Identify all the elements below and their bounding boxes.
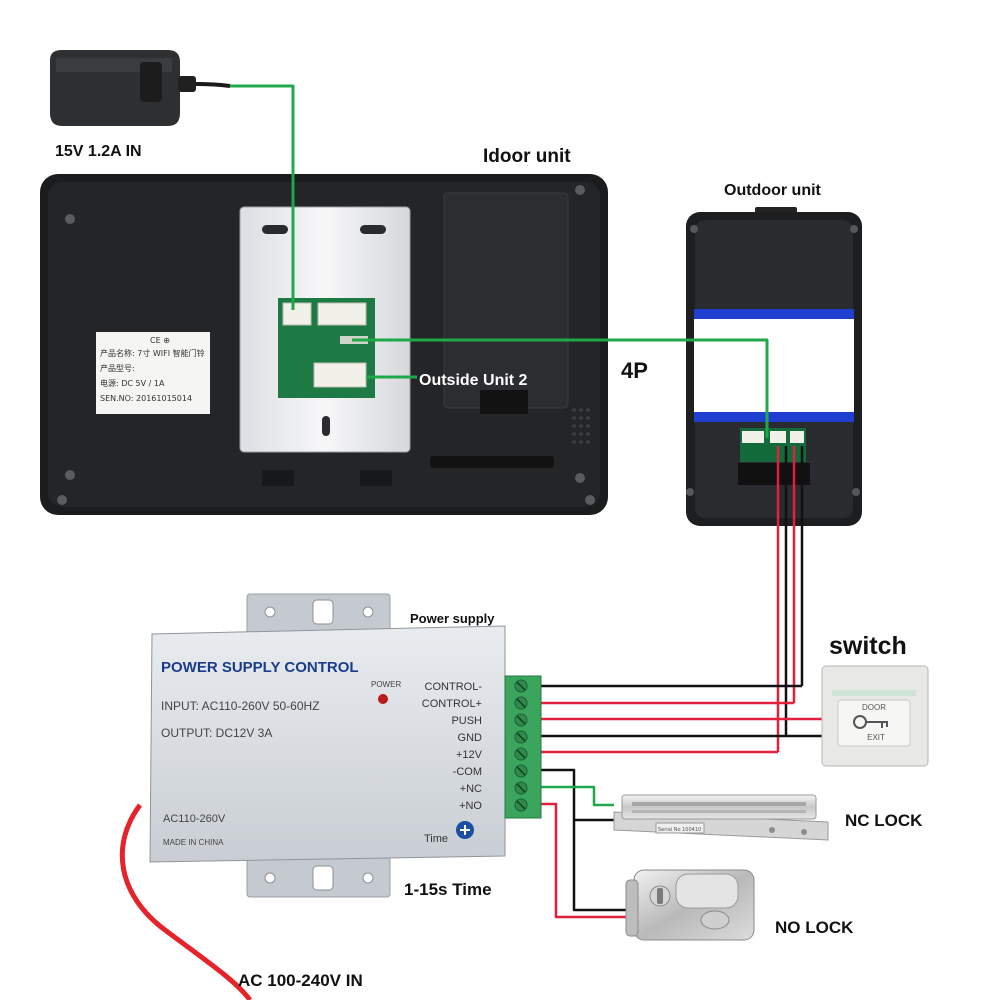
psu-power-label: POWER xyxy=(371,680,401,689)
sticker-row-3: 电源: DC 5V / 1A xyxy=(100,378,165,388)
terminal-label: +12V xyxy=(456,749,483,761)
four-p-green-wire xyxy=(352,338,769,438)
nc-lock-serial: Serial No 100410 xyxy=(658,827,701,833)
terminal-screw-slot xyxy=(516,732,526,742)
adapter-input-label: 15V 1.2A IN xyxy=(55,143,142,160)
adapter-green-wire xyxy=(230,84,295,310)
speaker-grill xyxy=(572,408,590,444)
psu-made-label: MADE IN CHINA xyxy=(163,838,224,847)
terminal-screw-slot xyxy=(516,766,526,776)
sticker-row-1: 产品名称: 7寸 WIFI 智能门铃 xyxy=(100,348,205,358)
terminal-label: -COM xyxy=(453,766,482,778)
time-range-label: 1-15s Time xyxy=(404,880,492,899)
indoor-unit: CE ⊕ 产品名称: 7寸 WIFI 智能门铃 产品型号: 电源: DC 5V … xyxy=(40,174,608,515)
indoor-pcb xyxy=(278,298,375,398)
terminal-screw-slot xyxy=(516,800,526,810)
psu-title: POWER SUPPLY CONTROL xyxy=(161,659,359,676)
terminal-label: +NC xyxy=(460,783,482,795)
power-adapter xyxy=(50,50,231,126)
psu-input-spec: INPUT: AC110-260V 50-60HZ xyxy=(161,699,320,713)
sticker-row-4: SEN.NO: 20161015014 xyxy=(100,394,192,403)
no-lock xyxy=(625,869,755,941)
terminal-screw-slot xyxy=(516,749,526,759)
terminal-label: CONTROL- xyxy=(425,681,483,693)
outside-unit-2-label: Outside Unit 2 xyxy=(419,372,528,389)
psu-time-label: Time xyxy=(424,833,448,845)
terminal-label: GND xyxy=(458,732,483,744)
terminal-labels: CONTROL- CONTROL+ PUSH GND +12V -COM +NC +NO xyxy=(422,681,483,812)
svg-text:CE ⊕: CE ⊕ xyxy=(150,336,170,345)
switch-label: switch xyxy=(829,632,907,660)
terminal-screw-slot xyxy=(516,681,526,691)
ac-power-cable xyxy=(119,803,252,1000)
exit-switch-top-label: DOOR xyxy=(862,703,886,712)
no-lock-label: NO LOCK xyxy=(775,918,854,937)
outdoor-unit xyxy=(686,207,862,526)
wiring xyxy=(230,84,822,919)
terminal-screw-slot xyxy=(516,698,526,708)
spec-sticker: CE ⊕ 产品名称: 7寸 WIFI 智能门铃 产品型号: 电源: DC 5V … xyxy=(96,332,210,414)
power-supply-control: POWER SUPPLY CONTROL INPUT: AC110-260V 5… xyxy=(149,593,542,898)
power-supply-label: Power supply xyxy=(410,611,495,626)
nc-lock: Serial No 100410 xyxy=(613,794,829,841)
nc-lock-label: NC LOCK xyxy=(845,811,923,830)
terminal-label: +NO xyxy=(459,800,482,812)
psu-output-spec: OUTPUT: DC12V 3A xyxy=(161,726,272,740)
terminal-block xyxy=(504,675,542,819)
exit-switch[interactable]: DOOR EXIT xyxy=(821,665,929,767)
psu-ac-label: AC110-260V xyxy=(163,813,226,825)
outdoor-unit-label: Outdoor unit xyxy=(724,182,822,199)
terminal-label: CONTROL+ xyxy=(422,698,482,710)
labels: 15V 1.2A IN Idoor unit Outdoor unit Outs… xyxy=(55,143,923,990)
indoor-unit-label: Idoor unit xyxy=(483,146,571,167)
power-led xyxy=(378,694,388,704)
terminal-screw-slot xyxy=(516,783,526,793)
sticker-row-2: 产品型号: xyxy=(100,363,135,373)
terminal-screw-slot xyxy=(516,715,526,725)
ac-input-label: AC 100-240V IN xyxy=(238,971,363,990)
terminal-label: PUSH xyxy=(451,715,482,727)
four-p-label: 4P xyxy=(621,358,648,383)
exit-switch-bottom-label: EXIT xyxy=(867,733,885,742)
